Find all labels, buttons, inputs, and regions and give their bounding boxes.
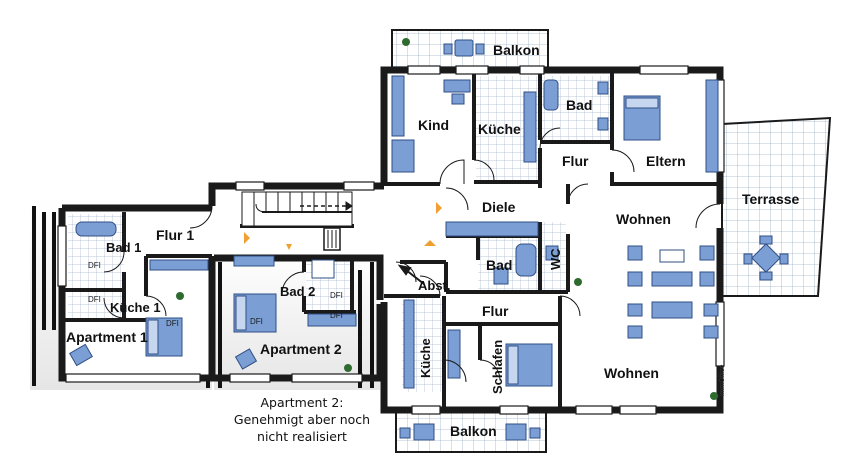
dfi-label: DFI [88,295,101,304]
label-terrasse: Terrasse [742,191,800,207]
dfi-label: DFI [166,319,179,328]
direction-markers [244,202,442,250]
door-swings [103,127,721,383]
label-flur-top: Flur [562,153,589,169]
label-bad-top: Bad [566,97,592,113]
label-wohnen-top: Wohnen [616,211,671,227]
dfi-label: DFI [88,261,101,270]
label-diele: Diele [482,199,516,215]
kitchen1-tiles [68,290,124,320]
label-wc: WC [548,248,563,270]
label-flur-mid: Flur [482,303,509,319]
label-balkon-bottom: Balkon [450,423,497,439]
label-kueche-1: Küche 1 [110,300,161,315]
label-bad-1: Bad 1 [106,240,141,255]
note-line: nicht realisiert [257,429,347,444]
interior-walls [64,72,720,408]
windows [57,65,725,415]
plants [176,38,718,400]
staircase [241,191,353,251]
label-eltern: Eltern [646,153,686,169]
label-balkon-top: Balkon [493,42,540,58]
note-line: Apartment 2: [260,395,344,410]
approval-note: Apartment 2: Genehmigt aber noch nicht r… [222,394,382,445]
note-line: Genehmigt aber noch [233,412,371,427]
label-bad-mid: Bad [486,257,512,273]
label-abst: Abst. [418,278,451,293]
label-bad-2: Bad 2 [280,284,315,299]
dfi-label: DFI [250,317,263,326]
label-kueche-bottom: Küche [418,338,433,378]
terrace-floor [721,116,832,297]
label-wohnen-bottom: Wohnen [604,365,659,381]
label-apartment-2: Apartment 2 [260,341,342,357]
dfi-label: DFI [330,291,343,300]
dfi-label: DFI [330,311,343,320]
abst-arrow [397,264,425,285]
dfi-labels: DFI DFI DFI DFI DFI DFI [88,261,343,328]
label-apartment-1: Apartment 1 [66,329,148,345]
roof-hatch-left [32,206,56,386]
label-schlafen: Schlafen [490,340,505,394]
label-kind: Kind [418,117,449,133]
label-kueche-top: Küche [478,121,521,137]
furniture [69,39,789,441]
label-flur-1: Flur 1 [156,227,194,243]
brand-mark: immOffice [719,365,726,396]
